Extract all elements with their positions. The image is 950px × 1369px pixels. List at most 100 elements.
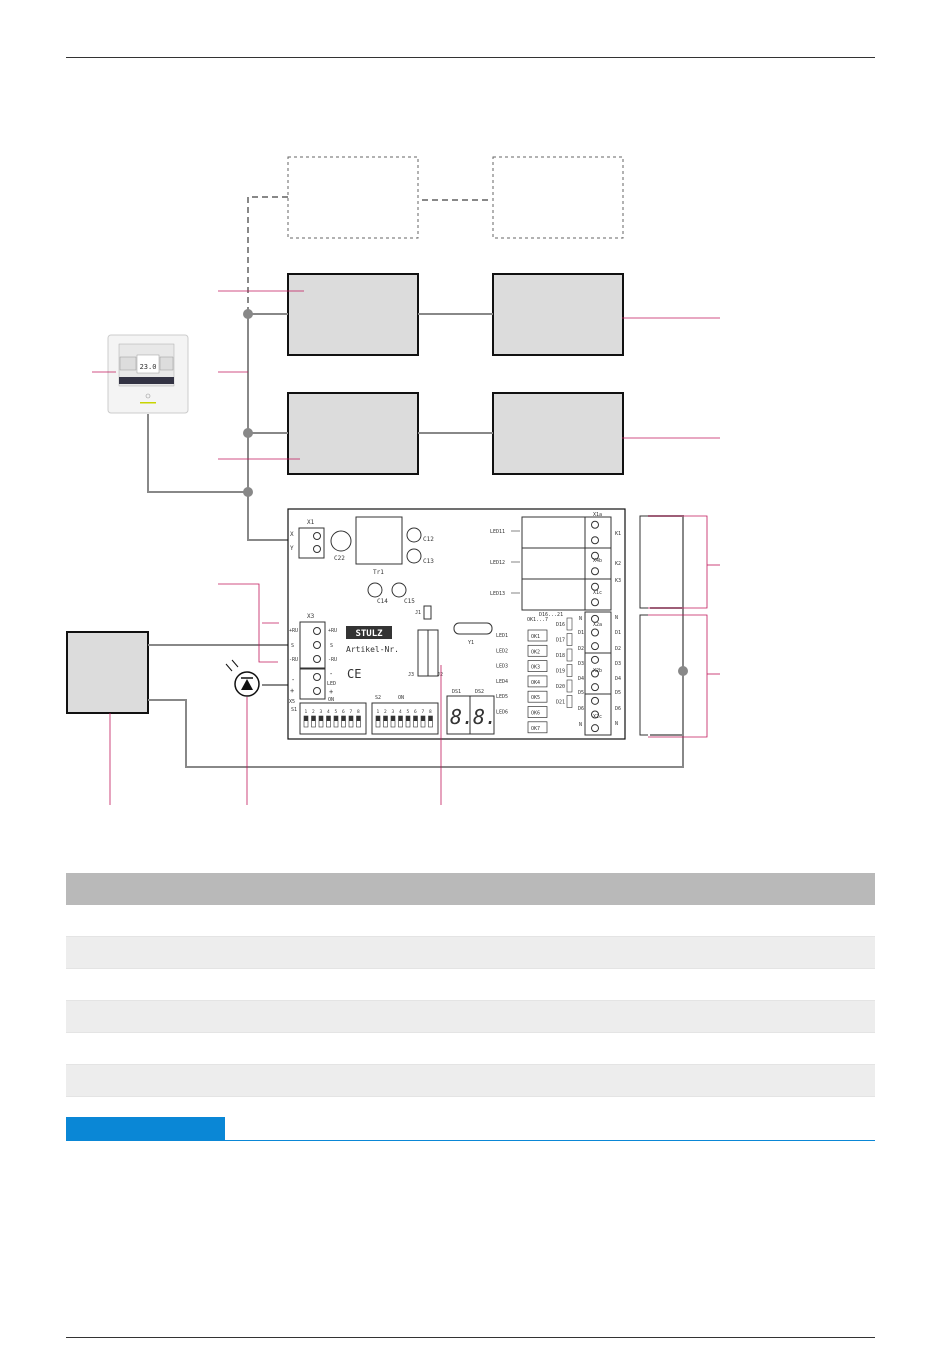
terminal-screw — [591, 614, 599, 623]
dip-actuator-knob — [406, 716, 410, 721]
terminal-screw — [591, 582, 599, 591]
diode-label: D21 — [556, 700, 565, 706]
svg-text:+RU: +RU — [289, 628, 298, 634]
terminal-group-label: X2c — [593, 714, 602, 720]
display-ds1-digit: 8. — [450, 705, 474, 729]
dip-switch-s1: S1 — [291, 702, 367, 735]
right-junction — [678, 666, 688, 676]
dip-actuator-knob — [341, 716, 346, 721]
svg-text:STULZ: STULZ — [355, 629, 383, 639]
dip-actuator-knob — [326, 716, 331, 721]
display-ds2-digit: 8. — [473, 705, 497, 729]
ok-button — [527, 675, 548, 688]
terminal-group-label: X2b — [593, 668, 602, 674]
jumper-j3 — [417, 629, 429, 677]
table-row — [66, 1001, 875, 1033]
svg-text:J3: J3 — [408, 672, 414, 678]
ok-led-label: LED1 — [496, 633, 508, 639]
terminal-outer-label: D6 — [615, 706, 621, 712]
svg-text:S: S — [291, 643, 294, 649]
dip-number: 5 — [407, 709, 410, 715]
dip-switch-s2: S2 ON — [371, 695, 439, 735]
terminal-outer-label: D2 — [615, 646, 621, 652]
dip-number: 2 — [384, 709, 387, 715]
dip-actuator-knob — [421, 716, 425, 721]
ok-button-label: OK5 — [531, 695, 540, 701]
wiring-diagram: 23.0 X1 X Y C22 Tr1 C12 C13 — [66, 156, 720, 805]
jumper-j2 — [427, 629, 439, 677]
svg-text:-RU: -RU — [289, 657, 298, 663]
terminal-outer-label: K2 — [615, 561, 621, 567]
diode-label: D20 — [556, 684, 565, 690]
dip-number: 8 — [357, 709, 360, 715]
diode-body — [566, 617, 573, 631]
terminal-inner-label: D3 — [578, 661, 584, 667]
right-brackets — [639, 515, 648, 736]
dip-number: 1 — [305, 709, 308, 715]
terminal-outer-label: N — [615, 615, 618, 621]
note-rule — [225, 1140, 875, 1141]
ok-led-label: LED3 — [496, 664, 508, 670]
svg-text:C22: C22 — [334, 555, 345, 562]
svg-text:Y: Y — [290, 545, 294, 552]
dip-actuator-knob — [428, 716, 433, 721]
dip-actuator-knob — [391, 716, 395, 721]
ok-button — [527, 660, 548, 672]
dip-actuator-knob — [398, 716, 403, 721]
svg-text:Y1: Y1 — [468, 640, 474, 646]
relay-led-label: LED12 — [490, 560, 505, 566]
svg-text:+RU: +RU — [328, 628, 337, 634]
dip-actuator-knob — [356, 716, 361, 721]
note-tab — [66, 1117, 225, 1141]
dip-actuator-knob — [413, 716, 418, 721]
capacitor-c14 — [367, 582, 383, 598]
terminal-outer-label: D1 — [615, 630, 621, 636]
dip-actuator-knob — [304, 716, 308, 721]
unit-1 — [287, 273, 419, 356]
capacitor-c15 — [391, 582, 407, 598]
bus-wiring — [147, 313, 493, 541]
unit-4 — [492, 392, 624, 475]
ok-button-label: OK7 — [531, 726, 540, 732]
article-number-label: Artikel-Nr. — [346, 645, 399, 654]
terminal-outer-label: D4 — [615, 676, 621, 682]
dashed-link-1 — [247, 196, 288, 314]
diode-label: D16 — [556, 622, 565, 628]
optional-unit-2 — [492, 156, 624, 239]
ok-button — [527, 690, 548, 703]
table-row — [66, 905, 875, 937]
terminal-screw — [591, 551, 599, 560]
svg-text:OK1...7: OK1...7 — [527, 617, 548, 623]
terminal-group-label: X4b — [593, 558, 602, 564]
crystal-y1 — [453, 622, 493, 635]
diode-body — [566, 633, 573, 646]
dip-number: 4 — [399, 709, 402, 715]
terminal-screw — [591, 642, 599, 651]
ok-button — [527, 721, 548, 734]
ok-button-label: OK2 — [531, 649, 540, 655]
thermostat-device: 23.0 — [107, 334, 189, 414]
external-unit-left — [66, 631, 149, 714]
svg-text:-RU: -RU — [328, 657, 337, 663]
svg-text:ON: ON — [328, 697, 334, 703]
diode-body — [566, 664, 573, 677]
ok-button-label: OK3 — [531, 665, 540, 671]
svg-text:+: + — [290, 687, 294, 695]
terminal-screw — [591, 655, 599, 664]
svg-text:-: - — [329, 670, 333, 678]
unit-3 — [287, 392, 419, 475]
terminal-screw — [591, 628, 599, 637]
table-row — [66, 1033, 875, 1065]
relay-led-label: LED13 — [490, 591, 505, 597]
ok-button-label: OK4 — [531, 680, 540, 686]
terminal-inner-label: D1 — [578, 630, 584, 636]
dip-number: 6 — [414, 709, 417, 715]
dip-number: 5 — [335, 709, 338, 715]
dip-number: 4 — [327, 709, 330, 715]
terminal-outer-label: D3 — [615, 661, 621, 667]
dip-number: 7 — [422, 709, 425, 715]
dip-number: 6 — [342, 709, 345, 715]
terminal-inner-label: D5 — [578, 690, 584, 696]
terminal-inner-label: N — [579, 722, 582, 728]
